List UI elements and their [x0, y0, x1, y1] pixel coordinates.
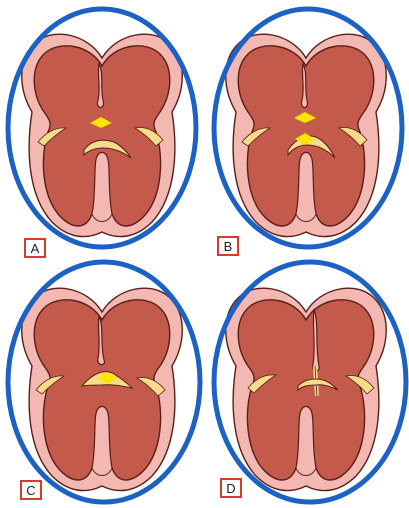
heart-diagram-b — [204, 0, 408, 254]
panel-b: B — [204, 0, 408, 254]
heart-diagram-c — [0, 254, 204, 508]
panel-label-d: D — [220, 478, 242, 498]
panel-label-b: B — [217, 236, 239, 256]
panel-d: D — [204, 254, 408, 508]
panel-c: C — [0, 254, 204, 508]
panel-a: A — [0, 0, 204, 254]
panel-label-c: C — [20, 480, 42, 500]
heart-diagram-a — [0, 0, 204, 254]
heart-diagram-d — [204, 254, 408, 508]
